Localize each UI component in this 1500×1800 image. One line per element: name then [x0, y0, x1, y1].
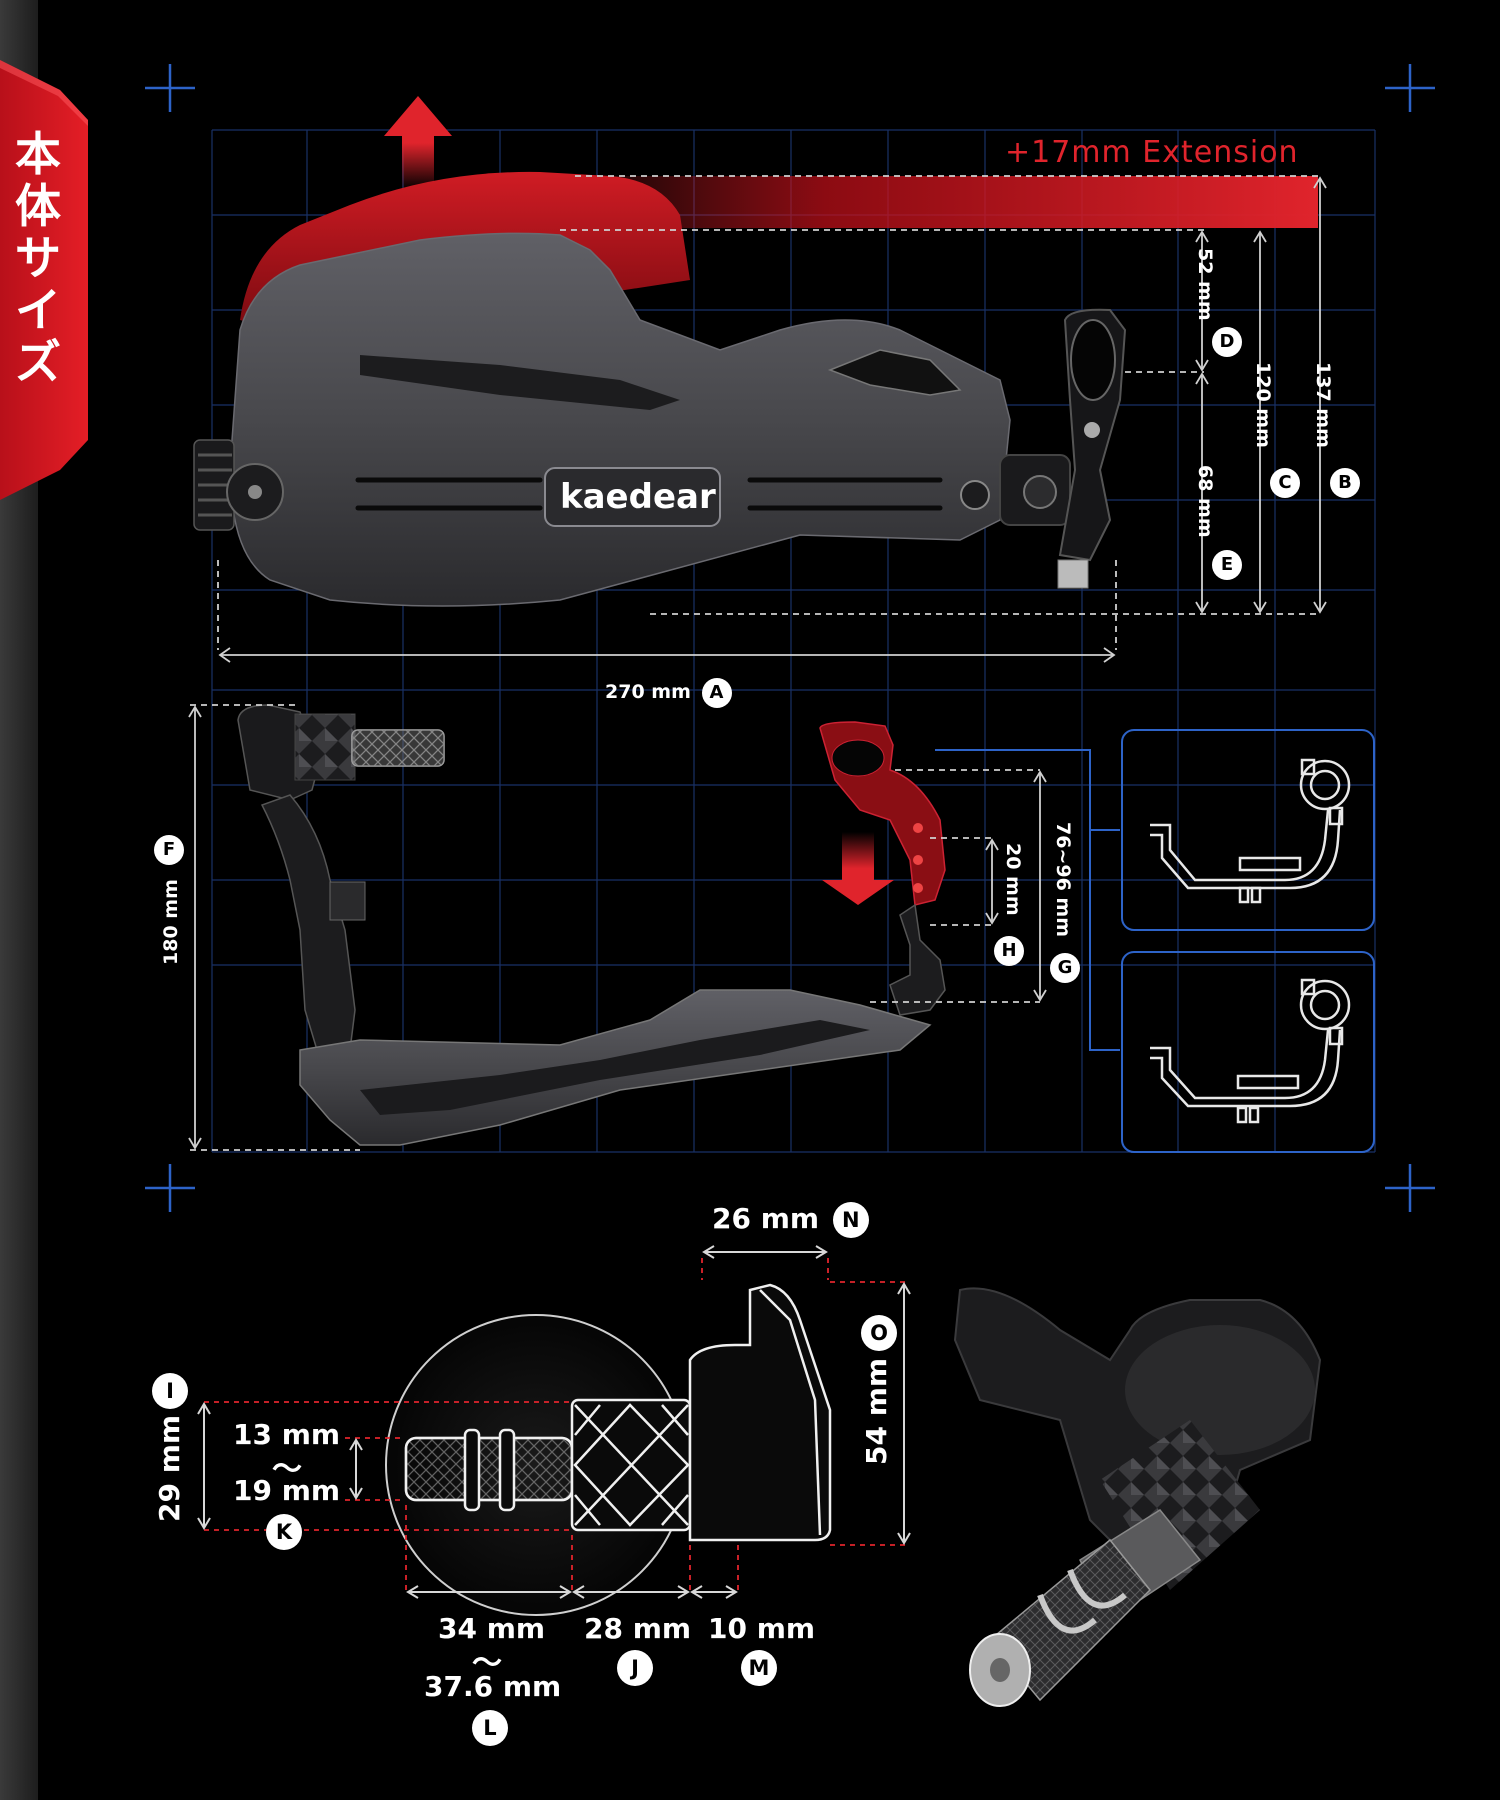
dimension-o: 54 mm [860, 1358, 893, 1465]
dimension-e-value: 68 mm [1194, 465, 1216, 538]
dimension-i-badge: I [152, 1373, 188, 1409]
dimension-e: 68 mm [1194, 465, 1216, 538]
dimension-m-value: 10 mm [708, 1612, 816, 1645]
dimension-n: 26 mm N [712, 1202, 869, 1238]
dimension-i-value: 29 mm [153, 1414, 186, 1522]
dimension-m-badge: M [741, 1650, 777, 1686]
dimension-k-badge: K [266, 1514, 302, 1550]
dimension-h-badge: H [994, 936, 1024, 966]
dimension-f-badge: F [154, 835, 184, 865]
dimension-lines-middle [188, 704, 1047, 1151]
dimension-m: 10 mm [708, 1612, 815, 1645]
side-title-char: ズ [15, 335, 61, 389]
dimension-h-value: 20 mm [1002, 843, 1024, 916]
extend-up-arrow [384, 96, 452, 190]
dimension-i: 29 mm [153, 1415, 186, 1522]
dimension-b-value: 137 mm [1312, 362, 1334, 448]
dimension-k-line1: 13 mm [233, 1418, 341, 1451]
dimension-l-line1: 34 mm [438, 1612, 546, 1645]
side-title: 本 体 サ イ ズ [10, 128, 66, 388]
dimension-d: 52 mm [1194, 248, 1216, 321]
clamp-variant-insets [935, 729, 1375, 1153]
extension-label: +17mm Extension [1005, 135, 1299, 170]
dimension-c-badge: C [1270, 468, 1300, 498]
dimension-d-badge: D [1212, 327, 1242, 357]
registration-marks [145, 64, 1435, 1212]
dimension-j: 28 mm [584, 1612, 691, 1645]
dimension-e-badge: E [1212, 550, 1242, 580]
dimension-d-value: 52 mm [1194, 248, 1216, 321]
dimension-g-badge: G [1050, 953, 1080, 983]
dimension-b: 137 mm [1312, 362, 1334, 448]
side-title-char: 本 [15, 127, 61, 181]
dimension-g: 76~96 mm [1052, 822, 1074, 937]
dimension-a-badge: A [701, 678, 732, 708]
dimension-b-badge: B [1330, 468, 1360, 498]
dimension-j-value: 28 mm [584, 1612, 692, 1645]
dimension-c: 120 mm [1252, 362, 1274, 448]
brand-logo: kaedear [560, 477, 716, 517]
dimension-o-value: 54 mm [860, 1357, 893, 1465]
side-tab-red [0, 60, 88, 500]
dimension-l-line2: 37.6 mm [424, 1670, 562, 1703]
dimension-lines-bottom [204, 1258, 910, 1590]
lever-guard-view [237, 704, 946, 1146]
dimension-k-line2: 19 mm [233, 1474, 341, 1507]
dimension-c-value: 120 mm [1252, 362, 1274, 448]
dimension-j-badge: J [617, 1650, 653, 1686]
side-title-char: サ [15, 231, 61, 285]
bar-end-detail-drawing [385, 1283, 832, 1616]
dimension-l-tilde: ～ [472, 1646, 502, 1681]
dimension-o-badge: O [861, 1315, 897, 1351]
dimension-lines-top [217, 175, 1327, 663]
dimension-a-value: 270 mm [605, 681, 691, 703]
side-title-char: イ [15, 283, 61, 337]
dimension-f-value: 180 mm [160, 879, 182, 965]
dimension-a: 270 mm A [605, 678, 732, 708]
handguard-top-view: kaedear [193, 171, 1127, 607]
dimension-f: 180 mm [160, 879, 182, 965]
side-title-char: 体 [15, 179, 61, 233]
dimension-h: 20 mm [1002, 843, 1024, 916]
extension-band [560, 176, 1318, 228]
dimension-arrows-bottom [197, 1245, 911, 1599]
dimension-l-badge: L [472, 1710, 508, 1746]
dimension-k-tilde: ～ [272, 1452, 302, 1487]
dimension-g-value: 76~96 mm [1052, 822, 1074, 938]
lever-mount-photo [953, 1287, 1322, 1707]
dimension-n-badge: N [832, 1202, 869, 1238]
dimension-n-value: 26 mm [712, 1202, 820, 1235]
